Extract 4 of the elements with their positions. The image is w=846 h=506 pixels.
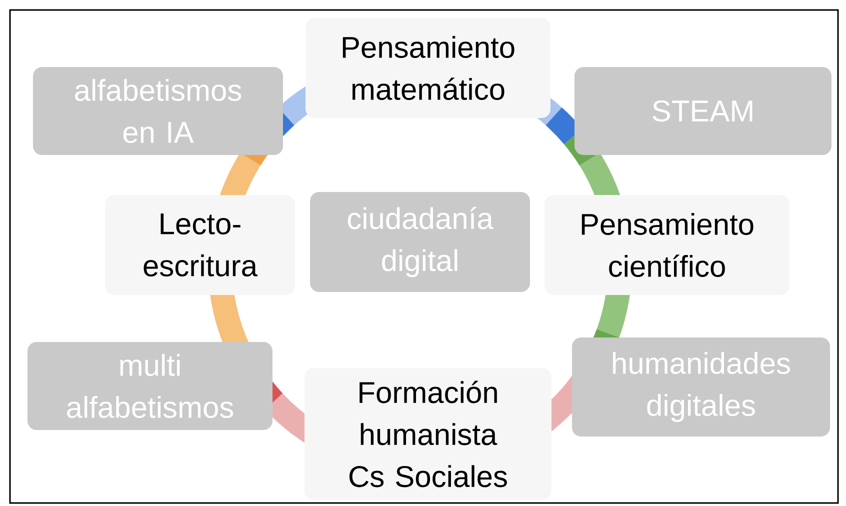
text-box: Pensamiento matemático xyxy=(306,18,550,118)
text-box: Lecto-escritura xyxy=(105,195,295,295)
text-box: Formación humanista Cs Sociales xyxy=(304,368,552,500)
text-box: Pensamiento científico xyxy=(544,195,790,295)
